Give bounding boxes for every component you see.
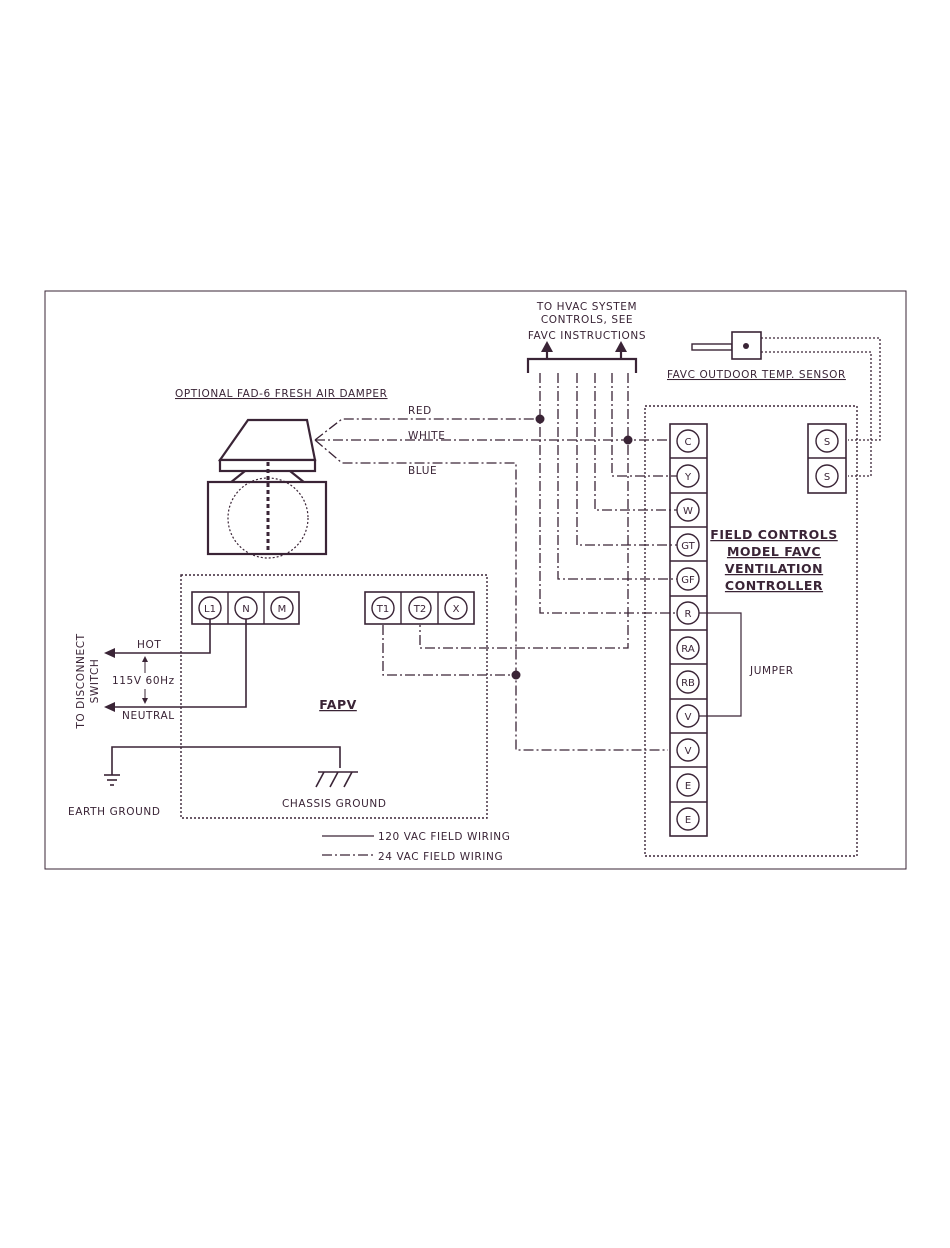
- terminal-r: R: [685, 609, 692, 620]
- terminal-gt: GT: [681, 541, 695, 552]
- chassis-ground-icon: [315, 771, 358, 788]
- hvac-note-line-2: CONTROLS, SEE: [541, 314, 633, 326]
- fapv-terminal-t2: T2: [413, 604, 426, 615]
- hvac-note-line-3: FAVC INSTRUCTIONS: [528, 330, 646, 342]
- legend-dashdot-label: 24 VAC FIELD WIRING: [378, 851, 503, 863]
- disconnect-label-2: SWITCH: [89, 659, 101, 704]
- fapv-control-strip: [364, 591, 475, 625]
- wire-t1: [382, 625, 516, 676]
- terminal-rb: RB: [681, 678, 695, 689]
- fapv-label: FAPV: [319, 697, 357, 712]
- voltage-label: 115V 60Hz: [112, 675, 175, 687]
- terminal-y: Y: [684, 472, 692, 483]
- terminal-gf: GF: [681, 575, 695, 586]
- jumper-wire: [699, 612, 742, 717]
- diagram-frame: [44, 290, 907, 870]
- fapv-terminal-m: M: [278, 604, 287, 615]
- wire-red-label: RED: [408, 405, 432, 417]
- wire-blue: [314, 439, 668, 751]
- earth-ground-label: EARTH GROUND: [68, 806, 161, 818]
- wire-red: [314, 418, 540, 441]
- disconnect-label-1: TO DISCONNECT: [75, 633, 87, 729]
- sensor-terminal-s-1: S: [824, 437, 830, 448]
- terminal-ra: RA: [681, 644, 695, 655]
- damper-label: OPTIONAL FAD-6 FRESH AIR DAMPER: [175, 388, 388, 400]
- fapv-terminal-x: X: [453, 604, 460, 615]
- hot-label: HOT: [137, 639, 161, 651]
- controller-title-4: CONTROLLER: [725, 578, 823, 593]
- earth-ground-icon: [104, 774, 120, 786]
- wire-hvac-c: [419, 373, 629, 649]
- neutral-label: NEUTRAL: [122, 710, 175, 722]
- terminal-e-1: E: [685, 781, 691, 792]
- fapv-terminal-t1: T1: [376, 604, 389, 615]
- chassis-ground-label: CHASSIS GROUND: [282, 798, 387, 810]
- fapv-terminal-l1: L1: [204, 604, 216, 615]
- controller-box: [644, 405, 858, 857]
- wire-white-label: WHITE: [408, 430, 445, 442]
- sensor-icon: [691, 331, 762, 360]
- wire-hvac-gf: [557, 373, 677, 580]
- sensor-terminal-s-2: S: [824, 472, 830, 483]
- wire-neutral: [112, 619, 247, 708]
- legend-solid-label: 120 VAC FIELD WIRING: [378, 831, 510, 843]
- fapv-terminal-n: N: [242, 604, 249, 615]
- wire-hvac-gt: [576, 373, 677, 546]
- terminal-c: C: [685, 437, 692, 448]
- wire-hot: [112, 619, 211, 654]
- terminal-v-1: V: [685, 712, 692, 723]
- jumper-label: JUMPER: [749, 665, 794, 677]
- wire-blue-label: BLUE: [408, 465, 437, 477]
- wire-ground: [111, 746, 341, 775]
- wire-hvac-w: [594, 373, 677, 511]
- fapv-box: [180, 574, 488, 819]
- hvac-bracket: [526, 341, 638, 373]
- wire-hvac-r: [539, 373, 677, 614]
- hvac-note-line-1: TO HVAC SYSTEM: [536, 301, 637, 313]
- terminal-v-2: V: [685, 746, 692, 757]
- controller-title-2: MODEL FAVC: [727, 544, 821, 559]
- sensor-label: FAVC OUTDOOR TEMP. SENSOR: [667, 369, 846, 381]
- controller-title-3: VENTILATION: [725, 561, 823, 576]
- terminal-w: W: [683, 506, 693, 517]
- wire-hvac-y: [611, 373, 677, 477]
- terminal-e-2: E: [685, 815, 691, 826]
- fresh-air-damper: [206, 418, 328, 559]
- controller-title-1: FIELD CONTROLS: [710, 527, 837, 542]
